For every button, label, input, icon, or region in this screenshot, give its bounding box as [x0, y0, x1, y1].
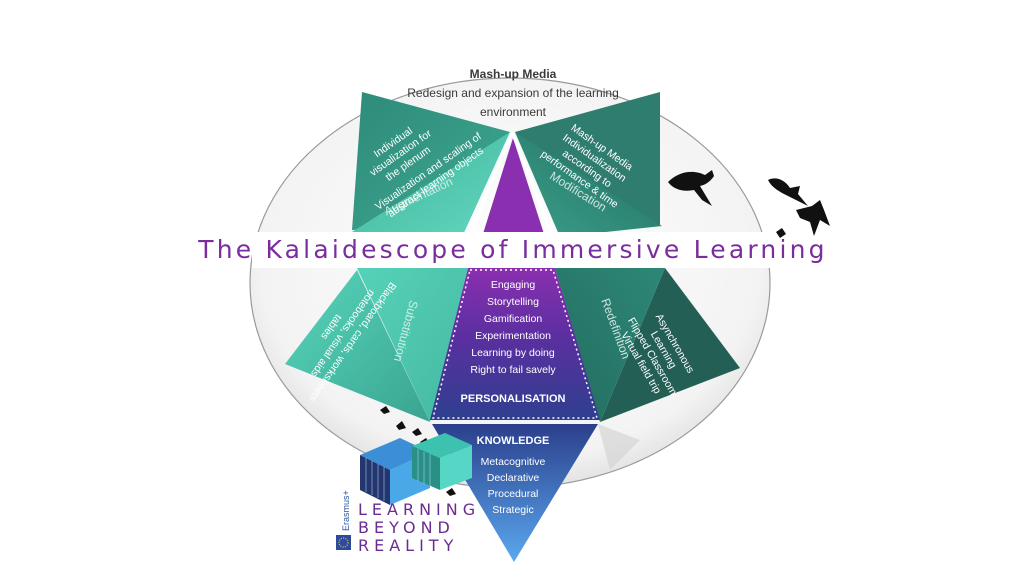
erasmus-label: Erasmus+: [341, 490, 351, 531]
bird-icon: [796, 200, 830, 236]
eu-flag-icon: [336, 535, 351, 550]
logo-line3: REALITY: [358, 536, 458, 555]
svg-text:Right to fail savely: Right to fail savely: [470, 364, 556, 376]
modification-segment: [515, 132, 662, 237]
logo-line2: BEYOND: [358, 518, 455, 537]
banner-title: The Kalaidescope of Immersive Learning: [197, 235, 827, 264]
right-panel: [600, 268, 740, 422]
bird-icon: [768, 178, 808, 206]
knowledge-triangle: [432, 424, 598, 562]
header-subtitle-line2: environment: [480, 105, 547, 119]
svg-text:Metacognitive: Metacognitive: [481, 456, 546, 468]
svg-text:Strategic: Strategic: [492, 504, 533, 516]
knowledge-list: Metacognitive Declarative Procedural Str…: [481, 456, 546, 516]
header-subtitle-line1: Redesign and expansion of the learning: [407, 86, 619, 100]
augmentation-segment: [352, 132, 510, 237]
personalisation-list: Engaging Storytelling Gamification Exper…: [470, 279, 556, 376]
svg-text:Experimentation: Experimentation: [475, 330, 551, 342]
logo-line1: LEARNING: [358, 500, 480, 519]
svg-text:Declarative: Declarative: [487, 472, 540, 484]
separator-line: [510, 131, 555, 237]
logo-cube-icon: [360, 433, 472, 505]
svg-text:Learning by doing: Learning by doing: [471, 347, 555, 359]
redefinition-segment: [555, 268, 665, 422]
personalisation-dotted-border: [432, 269, 599, 419]
bird-icon: [776, 228, 786, 238]
substitution-segment: [357, 268, 468, 422]
svg-text:Engaging: Engaging: [491, 279, 536, 291]
svg-text:Gamification: Gamification: [484, 313, 543, 325]
center-top-triangle: [482, 138, 545, 237]
svg-text:Storytelling: Storytelling: [487, 296, 539, 308]
shadow-right: [598, 424, 640, 470]
left-panel: [285, 270, 430, 422]
knowledge-heading: KNOWLEDGE: [477, 435, 550, 447]
svg-text:Procedural: Procedural: [488, 488, 539, 500]
separator-line: [468, 131, 514, 237]
personalisation-heading: PERSONALISATION: [461, 393, 566, 405]
eu-flag-stars: [338, 537, 349, 548]
header-title: Mash-up Media: [470, 67, 557, 81]
personalisation-triangle: [430, 268, 600, 420]
bird-icon: [668, 170, 714, 206]
title-banner: [252, 232, 772, 268]
